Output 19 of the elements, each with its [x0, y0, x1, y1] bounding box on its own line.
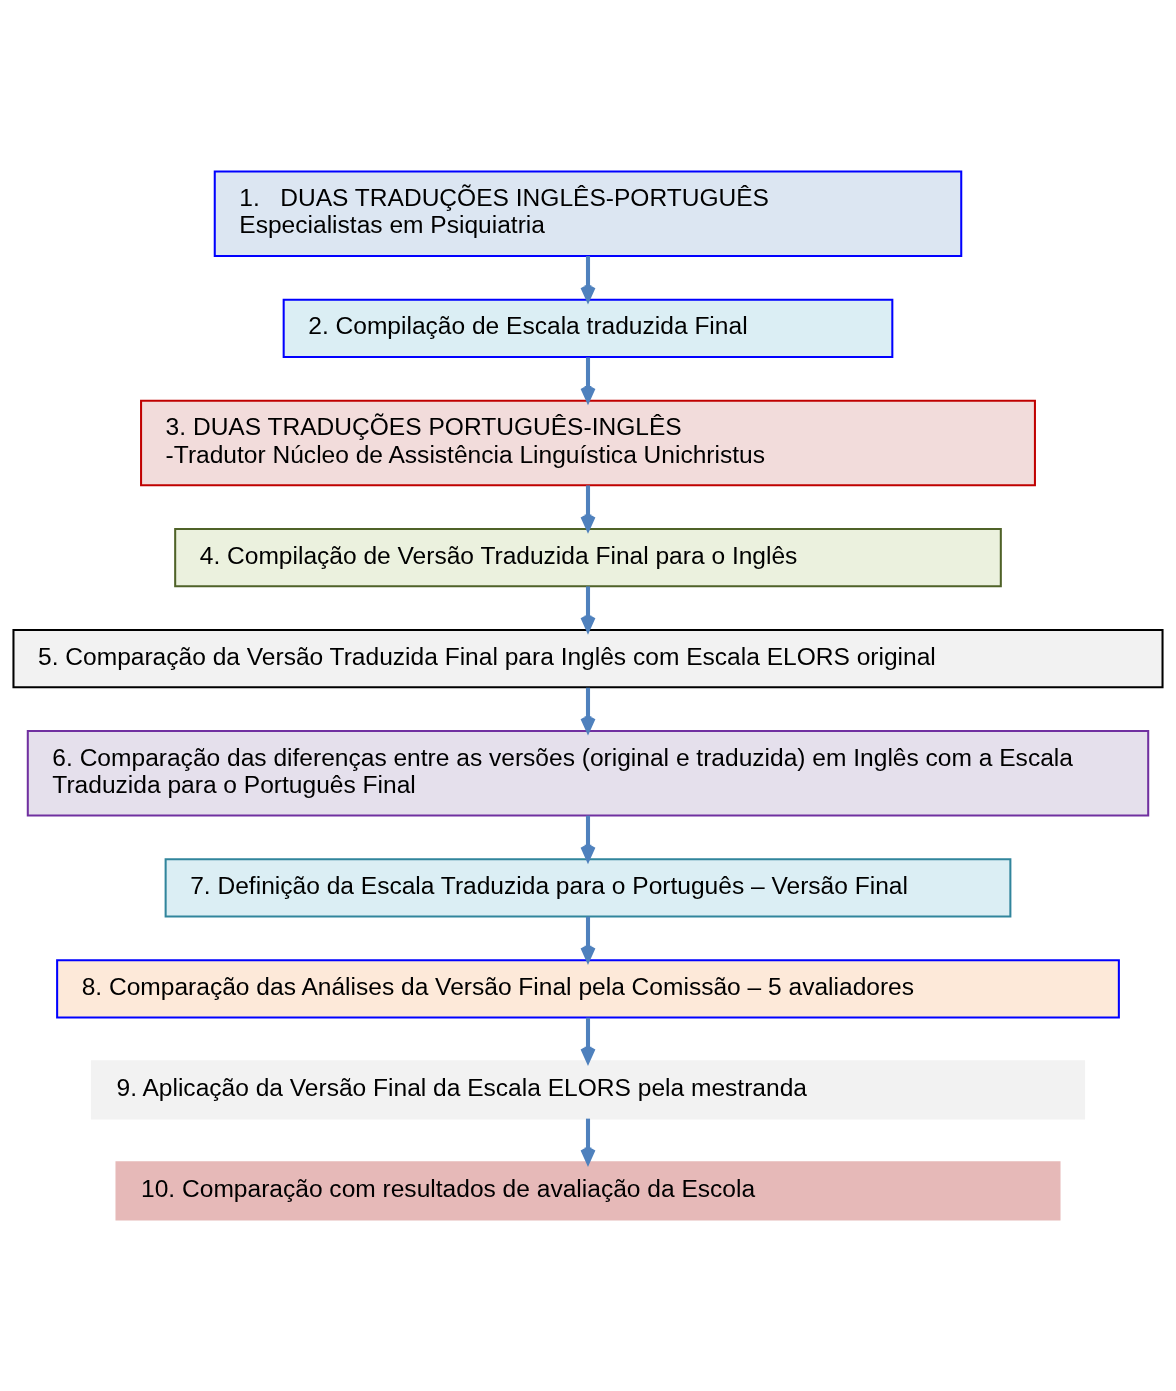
node-box: 9. Aplicação da Versão Final da Escala ELORS pela mestranda: [90, 1060, 1086, 1120]
node-box: 2. Compilação de Escala traduzida Final: [282, 298, 894, 359]
node-box: 6. Comparação das diferenças entre as versões (original e traduzida) em Inglês com a Escala Traduzida para o Português Final: [26, 729, 1150, 817]
node-box: 4. Compilação de Versão Traduzida Final para o Inglês: [174, 528, 1002, 588]
node-box: 3. DUAS TRADUÇÕES PORTUGUÊS-INGLÊS -Tradutor Núcleo de Assistência Linguística Unichristus: [140, 399, 1036, 487]
node-box: 5. Comparação da Versão Traduzida Final para Inglês com Escala ELORS original: [12, 628, 1164, 689]
arrow: [580, 586, 596, 632]
node-box: 10. Comparação com resultados de avaliação da Escola: [115, 1161, 1061, 1221]
arrow: [580, 916, 596, 963]
arrow: [580, 485, 596, 531]
node-box: 1. DUAS TRADUÇÕES INGLÊS-PORTUGUÊS Especialistas em Psiquiatria: [213, 170, 963, 258]
arrow: [580, 815, 596, 862]
node-box: 8. Comparação das Análises da Versão Final pela Comissão – 5 avaliadores: [56, 959, 1120, 1019]
node-box: 7. Definição da Escala Traduzida para o Português – Versão Final: [164, 858, 1012, 918]
arrow: [580, 687, 596, 733]
arrow: [580, 256, 596, 302]
arrow: [580, 357, 596, 403]
arrow: [580, 1017, 596, 1063]
arrow: [580, 1118, 596, 1164]
